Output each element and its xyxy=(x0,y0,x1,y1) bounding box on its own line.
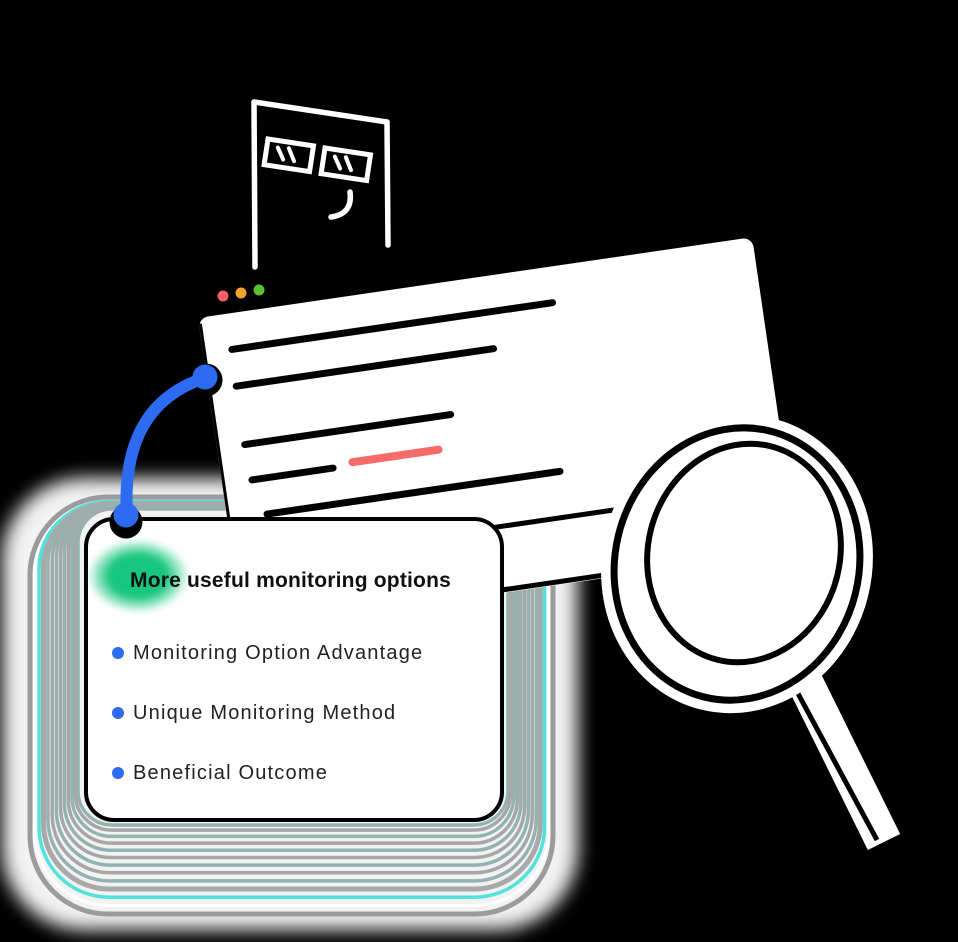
highlighted-text-line xyxy=(348,445,443,467)
text-line-1 xyxy=(228,299,556,353)
text-line-5 xyxy=(263,467,564,518)
bullet-dot xyxy=(112,707,124,719)
browser-face-icon xyxy=(251,99,391,270)
traffic-light-amber xyxy=(235,287,247,299)
face-left-edge xyxy=(251,99,258,270)
bullet-dot xyxy=(112,647,124,659)
card-title: More useful monitoring options xyxy=(130,569,451,592)
face-top-edge xyxy=(251,99,390,125)
highlight-blob xyxy=(84,537,192,615)
face-right-edge xyxy=(384,119,391,248)
right-glasses-icon xyxy=(318,145,374,184)
traffic-light-red xyxy=(217,290,229,302)
list-item-label: Monitoring Option Advantage xyxy=(133,642,424,664)
magnifier-handle xyxy=(783,664,901,850)
magnifier-handle-outline xyxy=(792,686,880,842)
text-line-4 xyxy=(248,464,337,484)
text-line-3 xyxy=(241,411,455,449)
list-item-label: Beneficial Outcome xyxy=(133,762,329,784)
traffic-light-green xyxy=(253,284,265,296)
monitoring-options-card: More useful monitoring options Monitorin… xyxy=(84,517,504,822)
magnifier-lens xyxy=(644,440,844,666)
window-controls xyxy=(217,284,265,302)
document-text-lines xyxy=(228,299,564,518)
bullet-dot xyxy=(112,767,124,779)
magnifying-glass-icon xyxy=(601,414,901,850)
left-glasses-icon xyxy=(261,136,317,175)
list-item-label: Unique Monitoring Method xyxy=(133,702,397,724)
text-line-2 xyxy=(232,345,498,390)
smile-icon xyxy=(328,189,354,220)
